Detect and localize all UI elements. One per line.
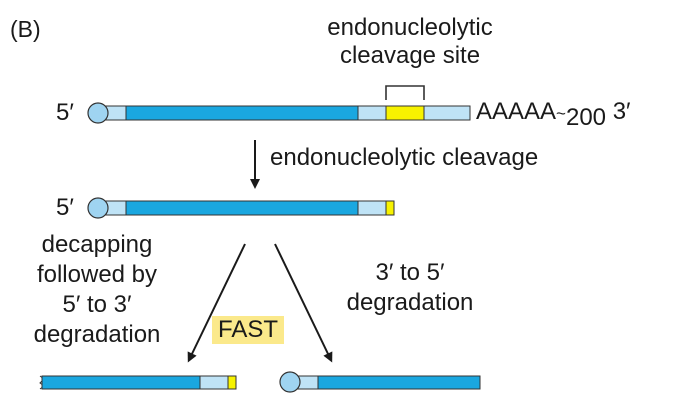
cleavage-site-label-line1: endonucleolytic [327, 14, 493, 41]
decapped-fragment-3utr [199, 375, 229, 390]
five-prime-label-middle: 5′ [56, 194, 74, 221]
decapping-path-line4: degradation [33, 321, 161, 348]
left-path-arrow [187, 243, 246, 363]
panel-label: (B) [10, 16, 41, 42]
cleaved-fragment-yellow-end [385, 200, 395, 216]
cleavage-step-label: endonucleolytic cleavage [270, 144, 539, 171]
full-mrna-3utr-right [423, 105, 471, 121]
three-prime-degraded-fragment-coding-region [317, 375, 481, 390]
three-prime-degraded-fragment-cap [279, 371, 301, 393]
three-prime-label-top: 3′ [612, 98, 631, 125]
three-to-five-path-line2: degradation [346, 289, 474, 316]
full-mrna-3utr-left [357, 105, 387, 121]
full-mrna-cleavage-site [385, 105, 425, 121]
decapped-fragment-coding-region [41, 375, 201, 390]
decapping-path-line2: followed by [36, 261, 158, 288]
cleavage-site-label-line2: cleavage site [339, 42, 481, 69]
full-mrna-coding-region [125, 105, 359, 121]
cleaved-fragment-cap [87, 197, 109, 219]
poly-a-label: AAAAA [476, 98, 557, 125]
cleaved-fragment-coding-region [125, 200, 359, 216]
fast-badge: FAST [212, 316, 285, 344]
right-path-arrow [274, 243, 333, 363]
decapped-fragment-yellow-end [227, 375, 237, 390]
poly-a-length-prefix: ~ [556, 104, 566, 123]
cleavage-site-bracket [385, 85, 425, 100]
cleaved-fragment [87, 197, 395, 219]
cleaved-fragment-3utr [357, 200, 387, 216]
full-mrna [87, 102, 471, 124]
three-prime-degraded-fragment [279, 371, 481, 393]
decapping-path-label: decapping followed by 5′ to 3′ degradati… [4, 230, 190, 350]
full-mrna-cap [87, 102, 109, 124]
decapping-path-line1: decapping [41, 231, 153, 258]
three-to-five-path-line1: 3′ to 5′ [375, 259, 445, 286]
decapping-path-line3: 5′ to 3′ [62, 291, 132, 318]
cleavage-site-label: endonucleolytic cleavage site [300, 14, 520, 70]
poly-a-tail-label: AAAAA~200 3′ [476, 98, 631, 131]
three-to-five-path-label: 3′ to 5′ degradation [320, 258, 500, 318]
poly-a-length: 200 [565, 104, 607, 131]
five-prime-label-top: 5′ [56, 99, 74, 126]
decapped-fragment [39, 375, 237, 390]
